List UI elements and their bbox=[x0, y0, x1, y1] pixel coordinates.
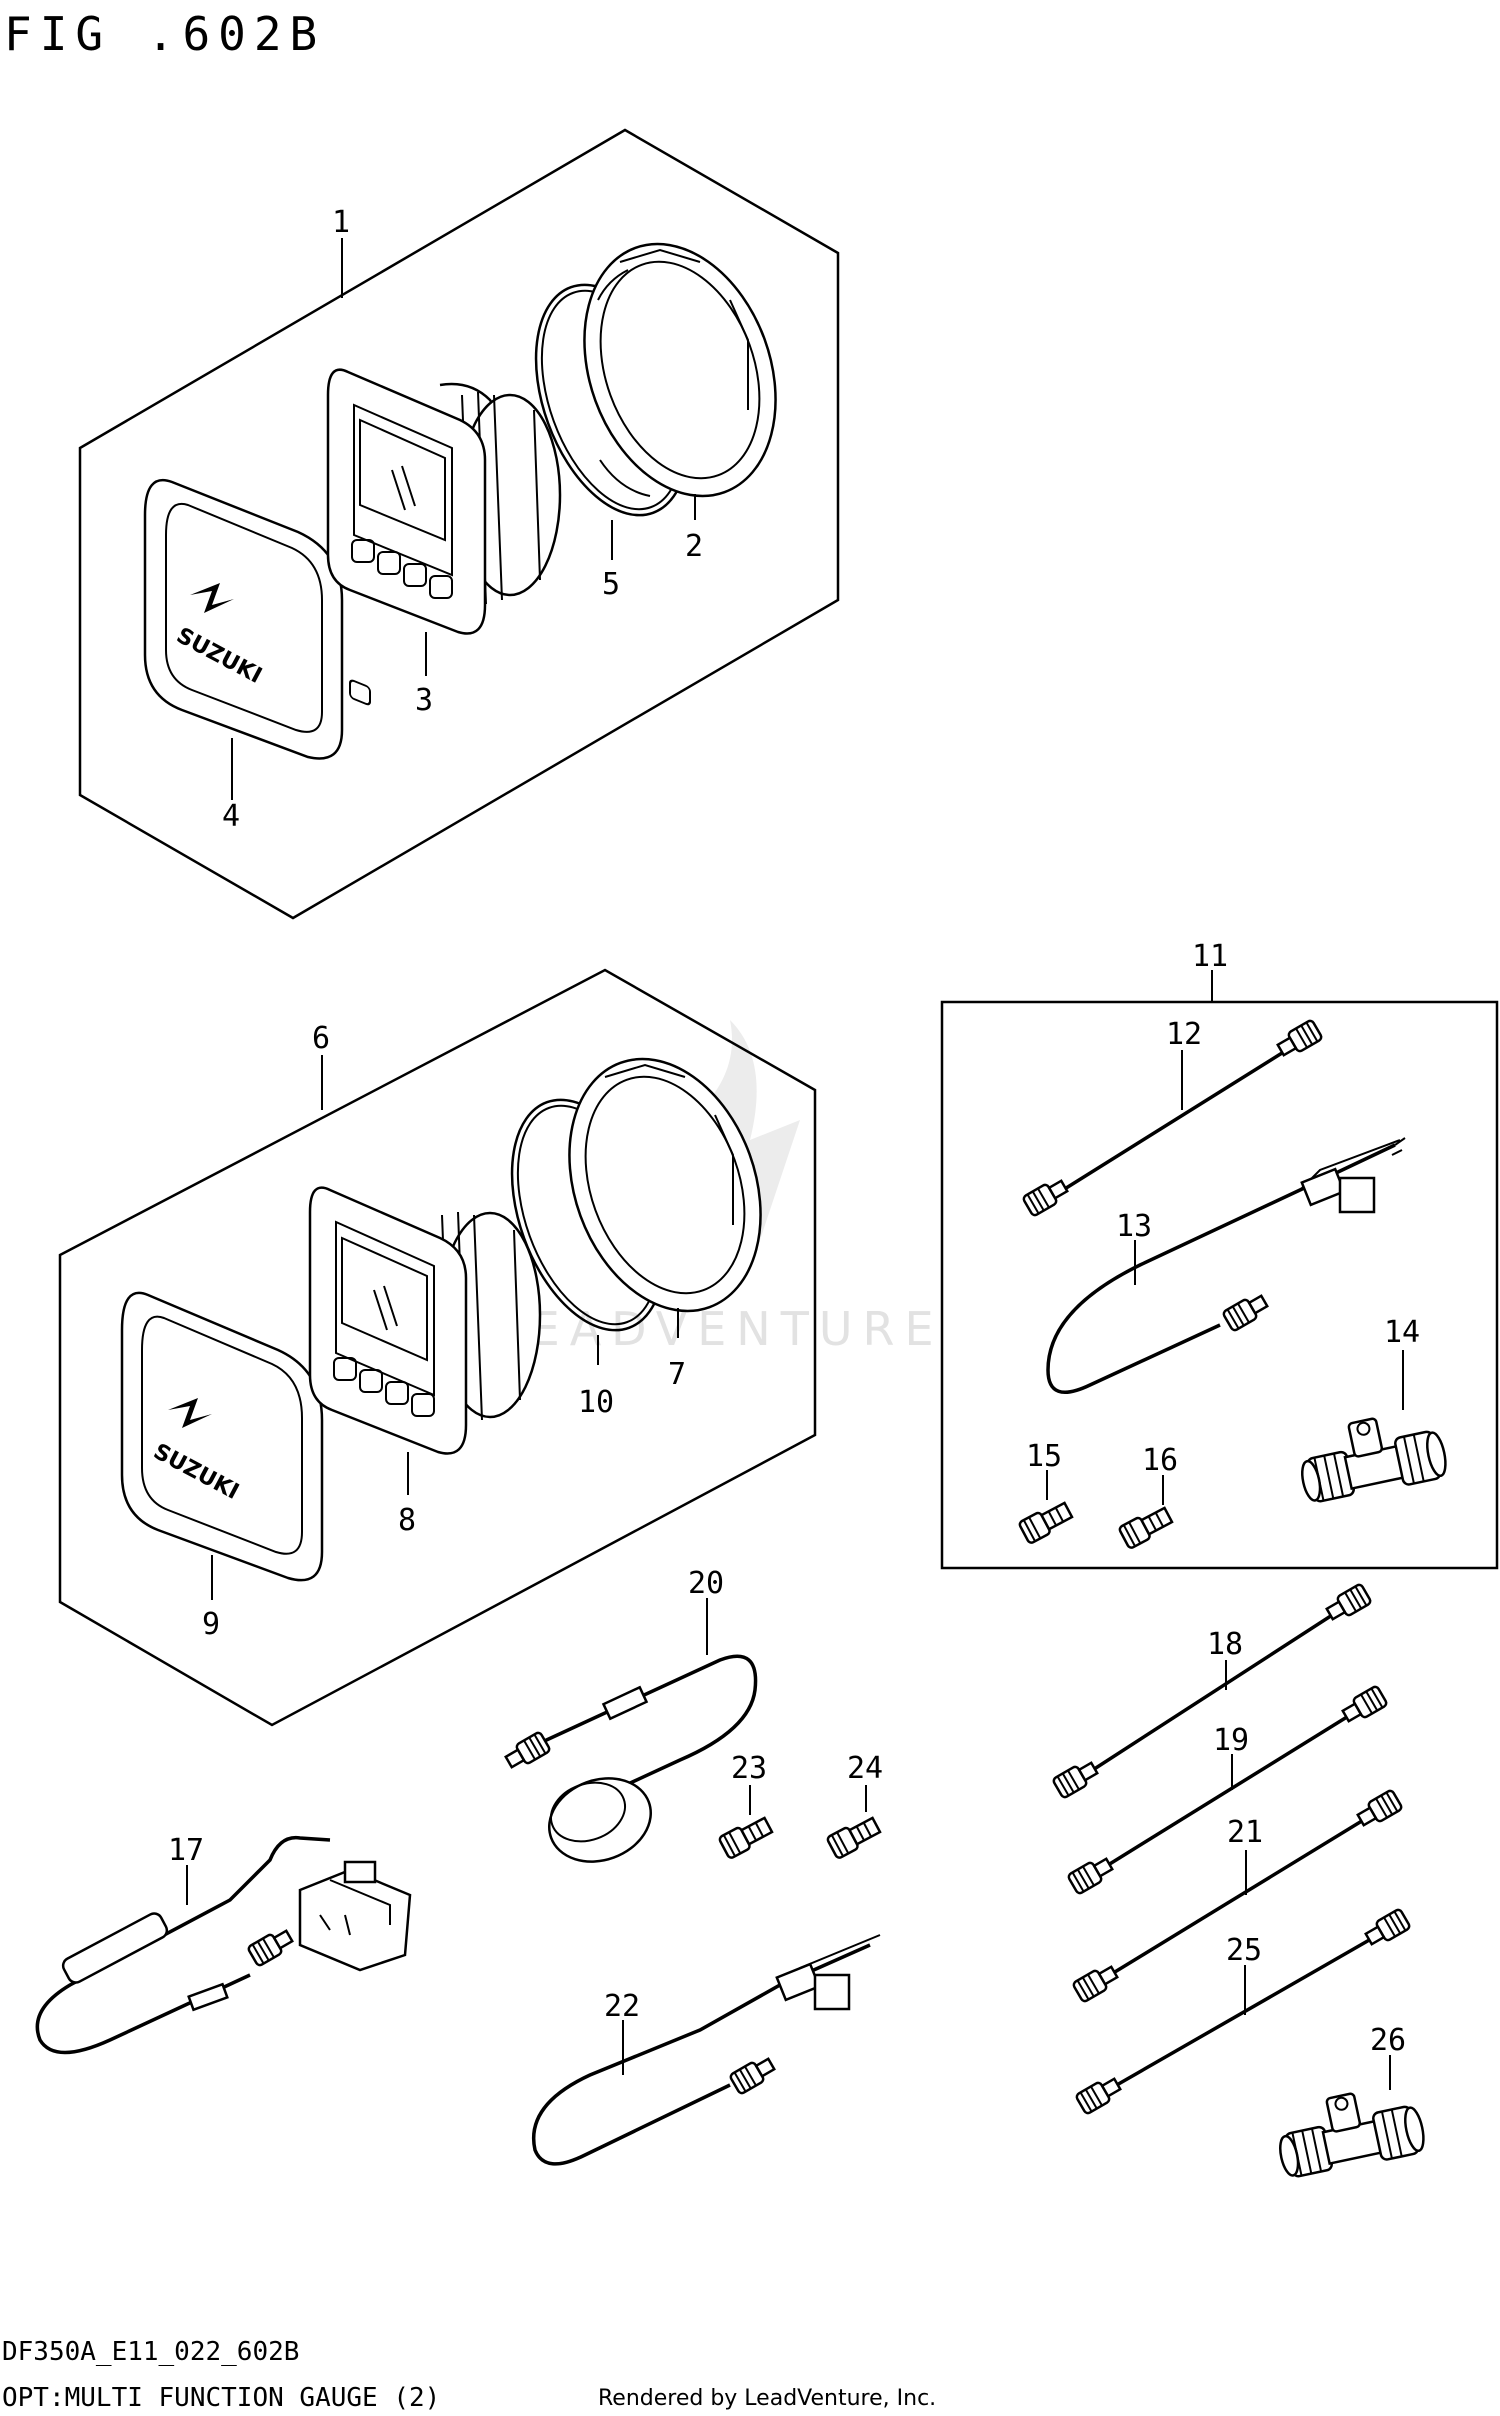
cable-12 bbox=[1021, 1018, 1324, 1218]
gauge-body-8 bbox=[308, 1186, 542, 1455]
part-label-20: 20 bbox=[688, 1566, 724, 1601]
part-label-12: 12 bbox=[1166, 1017, 1202, 1052]
part-label-8: 8 bbox=[398, 1503, 416, 1538]
part-label-16: 16 bbox=[1142, 1443, 1178, 1478]
diagram-caption: OPT:MULTI FUNCTION GAUGE (2) bbox=[2, 2383, 440, 2413]
part-label-18: 18 bbox=[1207, 1627, 1243, 1662]
cable-18 bbox=[1051, 1582, 1373, 1800]
retaining-nut-2 bbox=[583, 242, 777, 498]
model-code: DF350A_E11_022_602B bbox=[2, 2337, 299, 2367]
bezel-cover-4: SUZUKI bbox=[143, 479, 344, 760]
part-label-10: 10 bbox=[578, 1385, 614, 1420]
part-label-7: 7 bbox=[668, 1357, 686, 1392]
cable-25 bbox=[1074, 1907, 1412, 2116]
render-credit: Rendered by LeadVenture, Inc. bbox=[598, 2386, 936, 2411]
terminator-23 bbox=[717, 1813, 776, 1861]
figure-title: FIG .602B bbox=[4, 7, 325, 61]
part-label-25: 25 bbox=[1226, 1933, 1262, 1968]
terminator-15 bbox=[1017, 1498, 1076, 1546]
gauge-body-3 bbox=[326, 368, 562, 706]
retaining-nut-7 bbox=[568, 1057, 762, 1313]
power-cable-13 bbox=[1046, 1137, 1406, 1394]
sensor-17 bbox=[35, 1835, 412, 2055]
cable-21 bbox=[1071, 1788, 1404, 2004]
part-label-5: 5 bbox=[602, 567, 620, 602]
cable-19 bbox=[1066, 1684, 1389, 1896]
part-label-24: 24 bbox=[847, 1751, 883, 1786]
watermark-text: LEADVENTURE bbox=[495, 1302, 944, 1356]
part-label-3: 3 bbox=[415, 683, 433, 718]
part-label-14: 14 bbox=[1384, 1315, 1420, 1350]
part-label-15: 15 bbox=[1026, 1439, 1062, 1474]
kit-11-frame bbox=[940, 1000, 1499, 1570]
tee-connector-14 bbox=[1292, 1404, 1451, 1508]
part-label-6: 6 bbox=[312, 1021, 330, 1056]
part-label-1: 1 bbox=[332, 205, 350, 240]
part-label-22: 22 bbox=[604, 1989, 640, 2024]
tee-connector-26 bbox=[1270, 2079, 1429, 2183]
suzuki-s-logo-icon bbox=[190, 583, 234, 613]
part-label-9: 9 bbox=[202, 1607, 220, 1642]
bezel-cover-9: SUZUKI bbox=[120, 1291, 324, 1582]
gauge-3-buttons bbox=[351, 539, 453, 599]
part-label-19: 19 bbox=[1213, 1723, 1249, 1758]
part-label-26: 26 bbox=[1370, 2023, 1406, 2058]
part-label-4: 4 bbox=[222, 799, 240, 834]
power-cable-22 bbox=[532, 1934, 881, 2166]
suzuki-s-logo-icon bbox=[168, 1398, 212, 1428]
terminator-16 bbox=[1117, 1503, 1176, 1551]
part-label-21: 21 bbox=[1227, 1815, 1263, 1850]
sensor-20 bbox=[502, 1654, 758, 1863]
part-label-13: 13 bbox=[1116, 1209, 1152, 1244]
part-label-23: 23 bbox=[731, 1751, 767, 1786]
part-label-2: 2 bbox=[685, 529, 703, 564]
kit-6-frame bbox=[58, 968, 817, 1727]
part-label-17: 17 bbox=[168, 1833, 204, 1868]
terminator-24 bbox=[825, 1813, 884, 1861]
kit-1-frame bbox=[78, 128, 840, 920]
part-label-11: 11 bbox=[1192, 939, 1228, 974]
